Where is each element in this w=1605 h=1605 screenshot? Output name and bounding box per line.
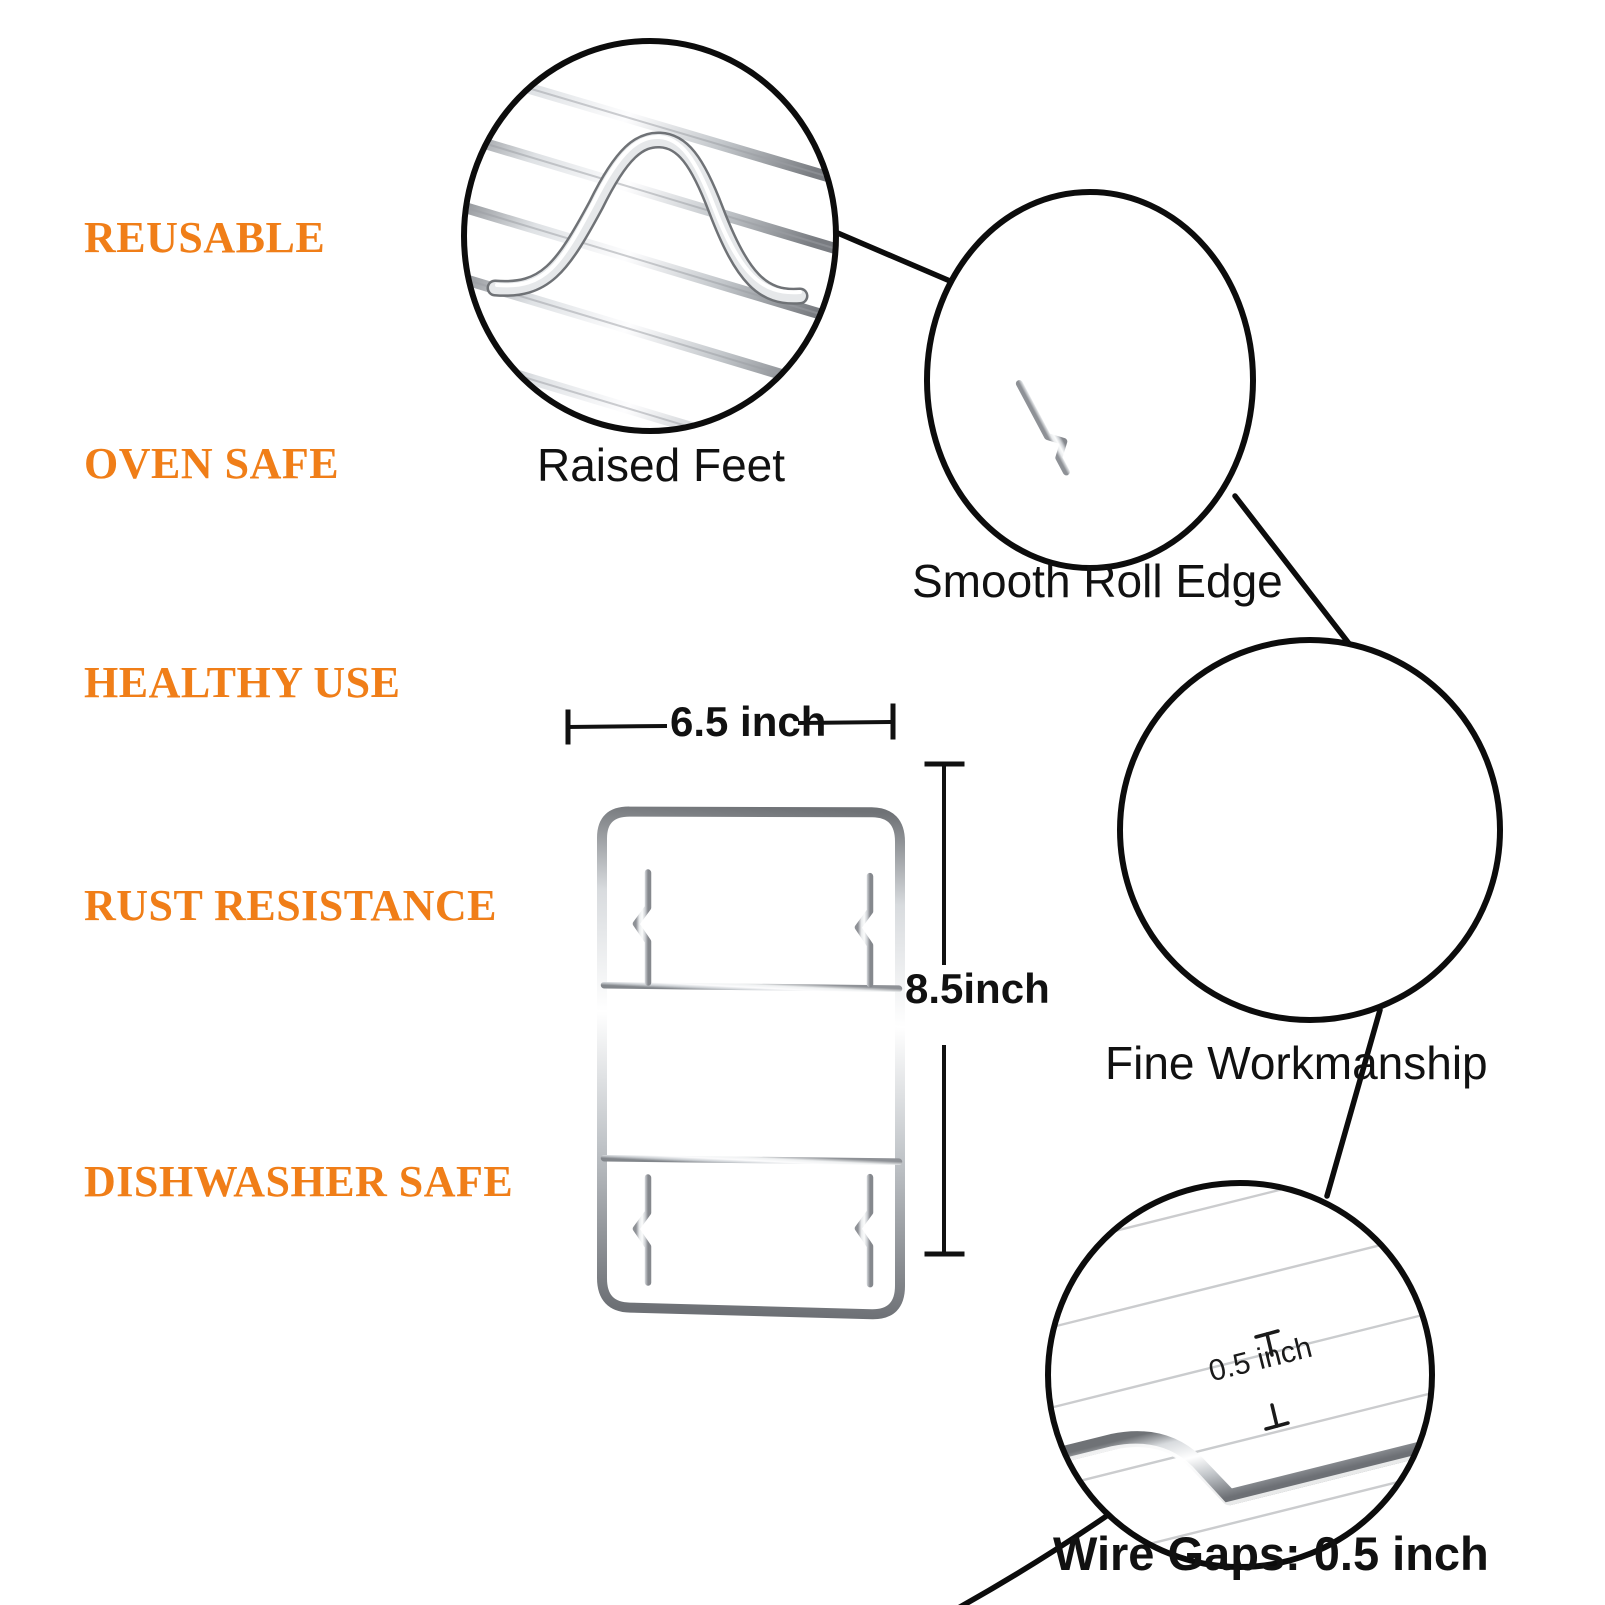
raised-foot-arch <box>486 131 809 305</box>
fine-workmanship-circle-outline <box>1117 637 1503 1023</box>
rack-vertical-wires <box>622 810 894 1313</box>
feature-label-dishwasher-safe: DISHWASHER SAFE <box>84 1157 514 1206</box>
callout-circle-wire-gaps <box>1048 1183 1432 1567</box>
width-dimension <box>565 703 896 745</box>
height-dimension <box>924 761 965 1257</box>
smooth-roll-edge-circle-outline <box>924 189 1256 571</box>
connector-lines <box>823 225 1383 1605</box>
rack-frame <box>597 806 905 1320</box>
feature-label-oven-safe: OVEN SAFE <box>84 439 340 488</box>
feature-label-rust-resistance: RUST RESISTANCE <box>84 881 498 930</box>
callout-circle-fine-workmanship <box>1120 640 1500 1020</box>
connector-workmanship-to-wiregaps <box>1324 1007 1383 1199</box>
callout-label-raised-feet: Raised Feet <box>537 439 786 491</box>
raised-feet-circle-outline <box>461 38 839 434</box>
dimension-lines <box>565 703 965 1257</box>
inner-gap-ticks <box>1254 1329 1290 1431</box>
wire-gaps-circle-outline <box>1045 1180 1435 1570</box>
callout-label-fine-workmanship: Fine Workmanship <box>1105 1037 1488 1089</box>
dimension-label-height: 8.5inch <box>905 965 1050 1012</box>
connector-rolledge-to-workmanship <box>1232 493 1367 666</box>
connector-raisedfeet-to-rolledge <box>823 225 953 284</box>
connector-wiregaps-tail <box>958 1512 1111 1605</box>
callout-label-smooth-roll-edge: Smooth Roll Edge <box>912 555 1283 607</box>
dimension-label-width: 6.5 inch <box>670 698 827 745</box>
rack-horizontal-wires <box>600 981 903 1165</box>
feature-label-reusable: REUSABLE <box>84 213 326 262</box>
rack-raised-feet <box>632 869 874 1288</box>
feature-label-healthy-use: HEALTHY USE <box>84 658 401 707</box>
product-cooling-rack <box>597 806 905 1320</box>
callout-label-wire-gaps: Wire Gaps: 0.5 inch <box>1053 1527 1489 1580</box>
